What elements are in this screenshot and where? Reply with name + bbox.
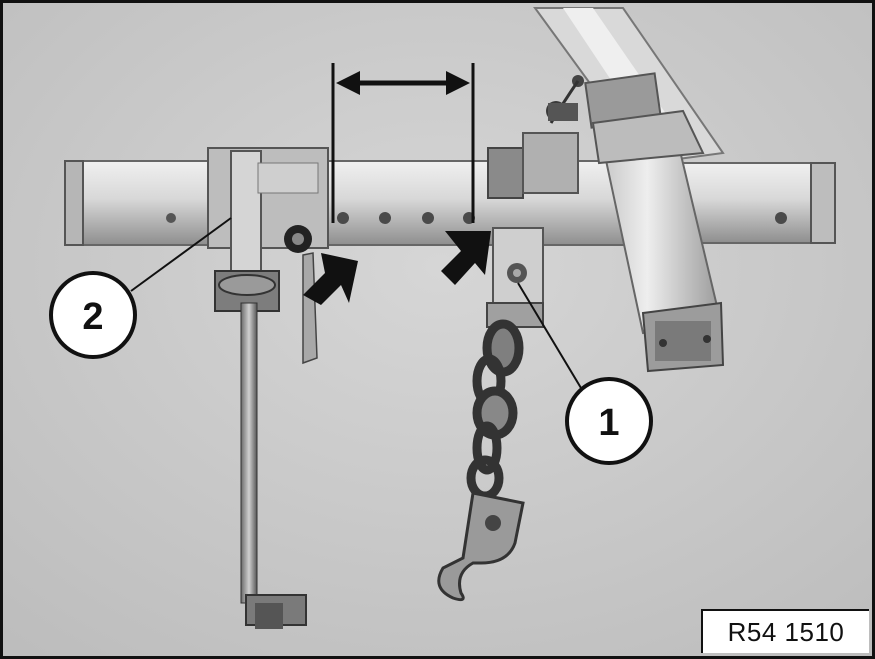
callout-circle-2 [49, 271, 137, 359]
leader-line-1 [517, 282, 582, 389]
callout-label-1: 1 [598, 402, 619, 444]
chain [466, 319, 524, 501]
leader-line-2 [130, 217, 232, 292]
pointer-arrow-left [303, 253, 358, 305]
dimension-marker [331, 63, 475, 223]
adjust-hole [422, 212, 434, 224]
front-arm [591, 109, 725, 373]
slider-block-2 [207, 147, 329, 629]
adjust-hole [379, 212, 391, 224]
photo-background [3, 3, 872, 656]
slider-block-1 [486, 227, 544, 328]
crossbar-hole [775, 212, 787, 224]
hook [437, 491, 525, 602]
adjust-hole [337, 212, 349, 224]
reference-code-label: R54 1510 [701, 609, 869, 653]
callout-circle-1 [565, 377, 653, 465]
pointer-arrow-right [441, 231, 491, 285]
photo-scene: 2 1 [3, 3, 872, 656]
threaded-rod [240, 302, 258, 604]
center-clamp [487, 101, 579, 199]
callout-label-2: 2 [82, 296, 103, 338]
